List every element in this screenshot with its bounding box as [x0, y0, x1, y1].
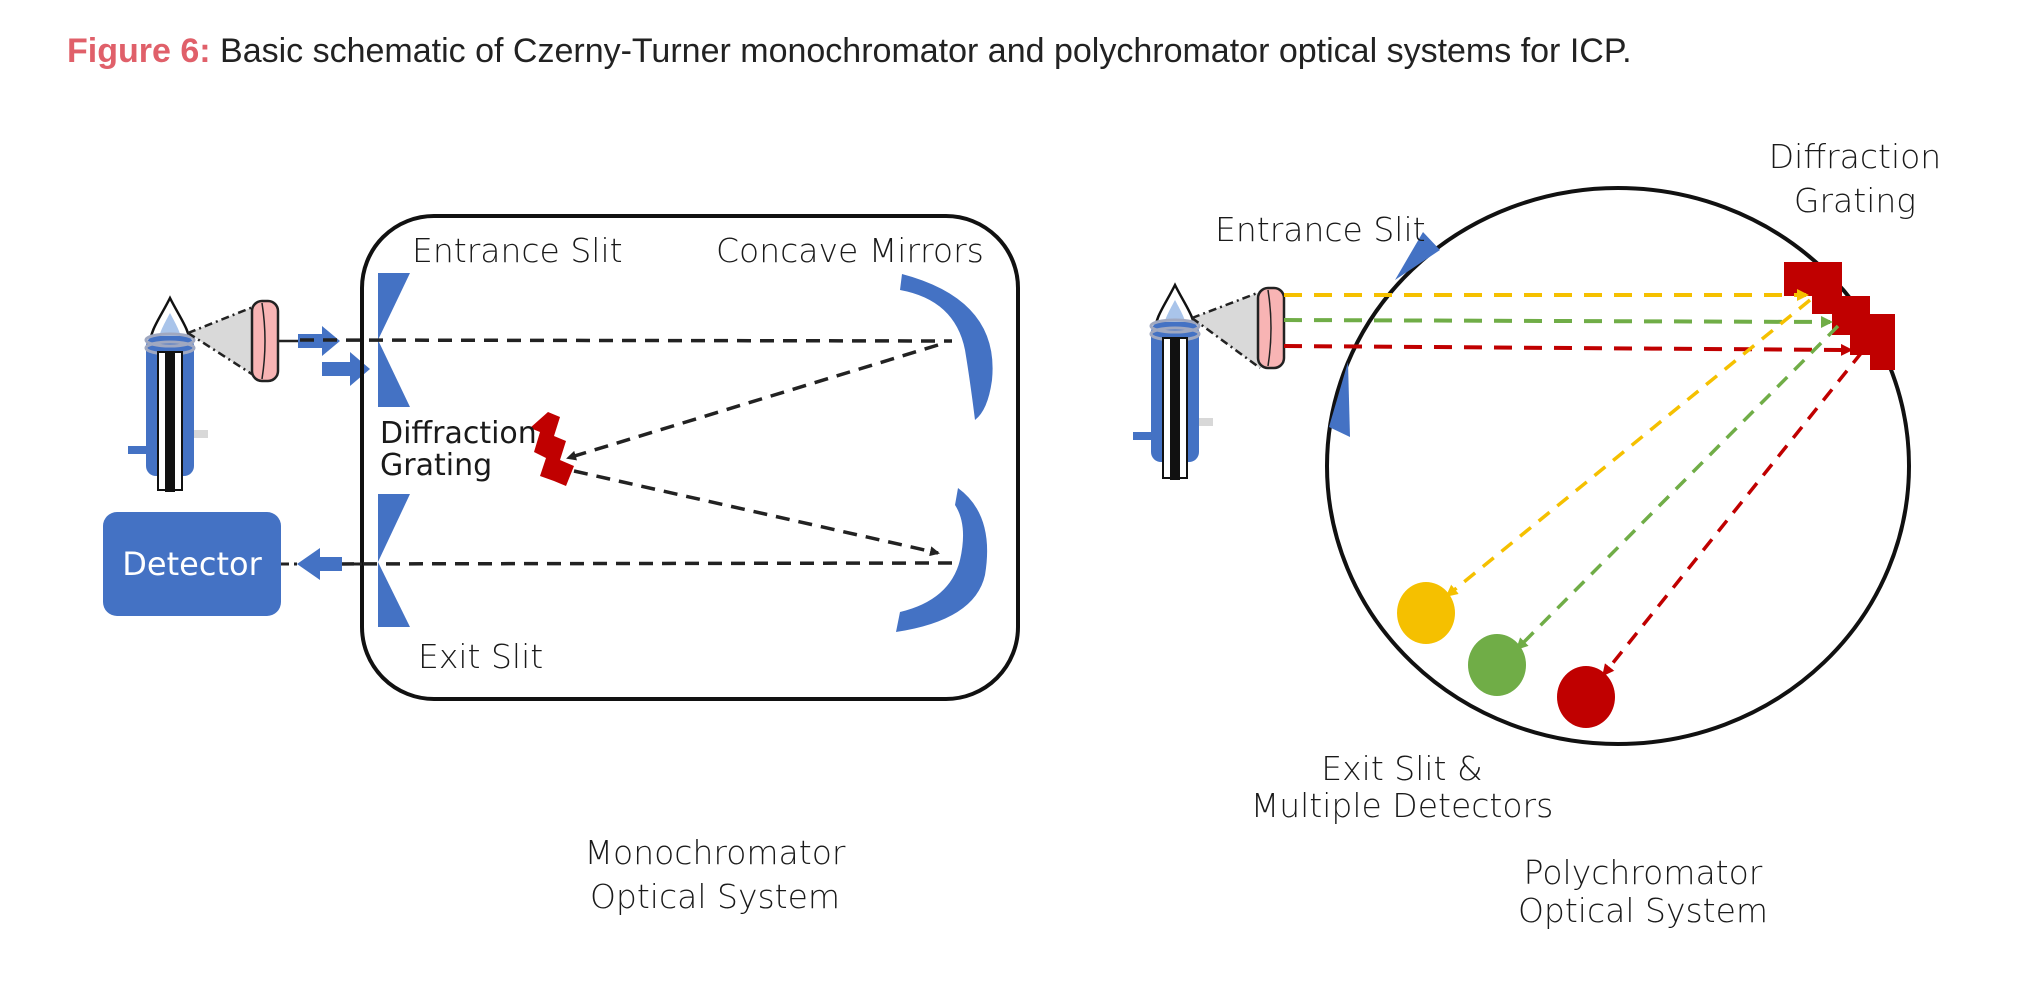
mono-exit-slit-label: Exit Slit [418, 637, 543, 676]
concave-mirror-top-icon [900, 274, 993, 420]
poly-exit-label-2: Multiple Detectors [1251, 786, 1554, 825]
beam-entrance [299, 338, 953, 343]
input-arrow-icon [298, 326, 340, 356]
icp-torch-icon [128, 295, 208, 492]
concave-mirrors-label: Concave Mirrors [716, 231, 984, 270]
mono-system-label-2: Optical System [590, 877, 840, 916]
poly-exit-label-1: Exit Slit & [1321, 749, 1482, 788]
input-arrow-icon [322, 352, 370, 386]
beam-green-in [1283, 315, 1833, 328]
beam-red-out [1602, 350, 1864, 677]
exit-slit-icon [378, 494, 410, 627]
icp-torch-icon [1133, 282, 1213, 480]
lens-icon [250, 299, 280, 383]
monochromator-diagram: Entrance Slit Concave Mirrors Diffractio… [103, 214, 1020, 916]
beam-to-mirror [573, 469, 940, 557]
mono-grating-label-2: Grating [380, 448, 492, 483]
figure-caption-text: Basic schematic of Czerny-Turner monochr… [211, 32, 1632, 70]
beam-red-in [1283, 343, 1853, 356]
monochromator-housing [360, 214, 1020, 701]
poly-system-label-2: Optical System [1518, 891, 1768, 930]
mono-grating-label-1: Diffraction [380, 416, 537, 451]
figure-label: Figure 6: [67, 32, 211, 70]
poly-system-label-1: Polychromator [1524, 853, 1763, 892]
beam-green-out [1515, 324, 1840, 651]
beam-exit [299, 561, 953, 566]
beam-to-grating [566, 343, 939, 461]
polychromator-diagram: Entrance Slit Diffraction Grating Exit S… [1133, 137, 1941, 930]
detector-red-icon [1557, 666, 1615, 728]
output-arrow-icon [297, 548, 342, 580]
entrance-slit-icon [378, 273, 410, 407]
detector-label: Detector [122, 545, 262, 583]
poly-entrance-slit-top-icon [1395, 232, 1440, 280]
diffraction-grating-icon [530, 412, 574, 486]
light-cone [188, 305, 258, 378]
detector-green-icon [1468, 634, 1526, 696]
figure-caption: Figure 6: Basic schematic of Czerny-Turn… [67, 32, 1632, 70]
lens-icon [1256, 286, 1286, 370]
detector-yellow-icon [1397, 582, 1455, 644]
concave-mirror-bottom-icon [896, 488, 988, 632]
poly-grating-label-1: Diffraction [1769, 137, 1941, 176]
mono-system-label-1: Monochromator [585, 833, 846, 872]
poly-diffraction-grating-icon [1784, 262, 1895, 370]
beam-yellow-out [1445, 298, 1812, 597]
poly-entrance-slit-label: Entrance Slit [1215, 210, 1426, 249]
rowland-circle [1325, 186, 1911, 746]
mono-entrance-slit-label: Entrance Slit [412, 231, 623, 270]
poly-entrance-slit-bottom-icon [1329, 362, 1350, 437]
poly-grating-label-2: Grating [1794, 181, 1916, 220]
light-cone [1192, 292, 1260, 368]
detector-box [103, 512, 281, 616]
